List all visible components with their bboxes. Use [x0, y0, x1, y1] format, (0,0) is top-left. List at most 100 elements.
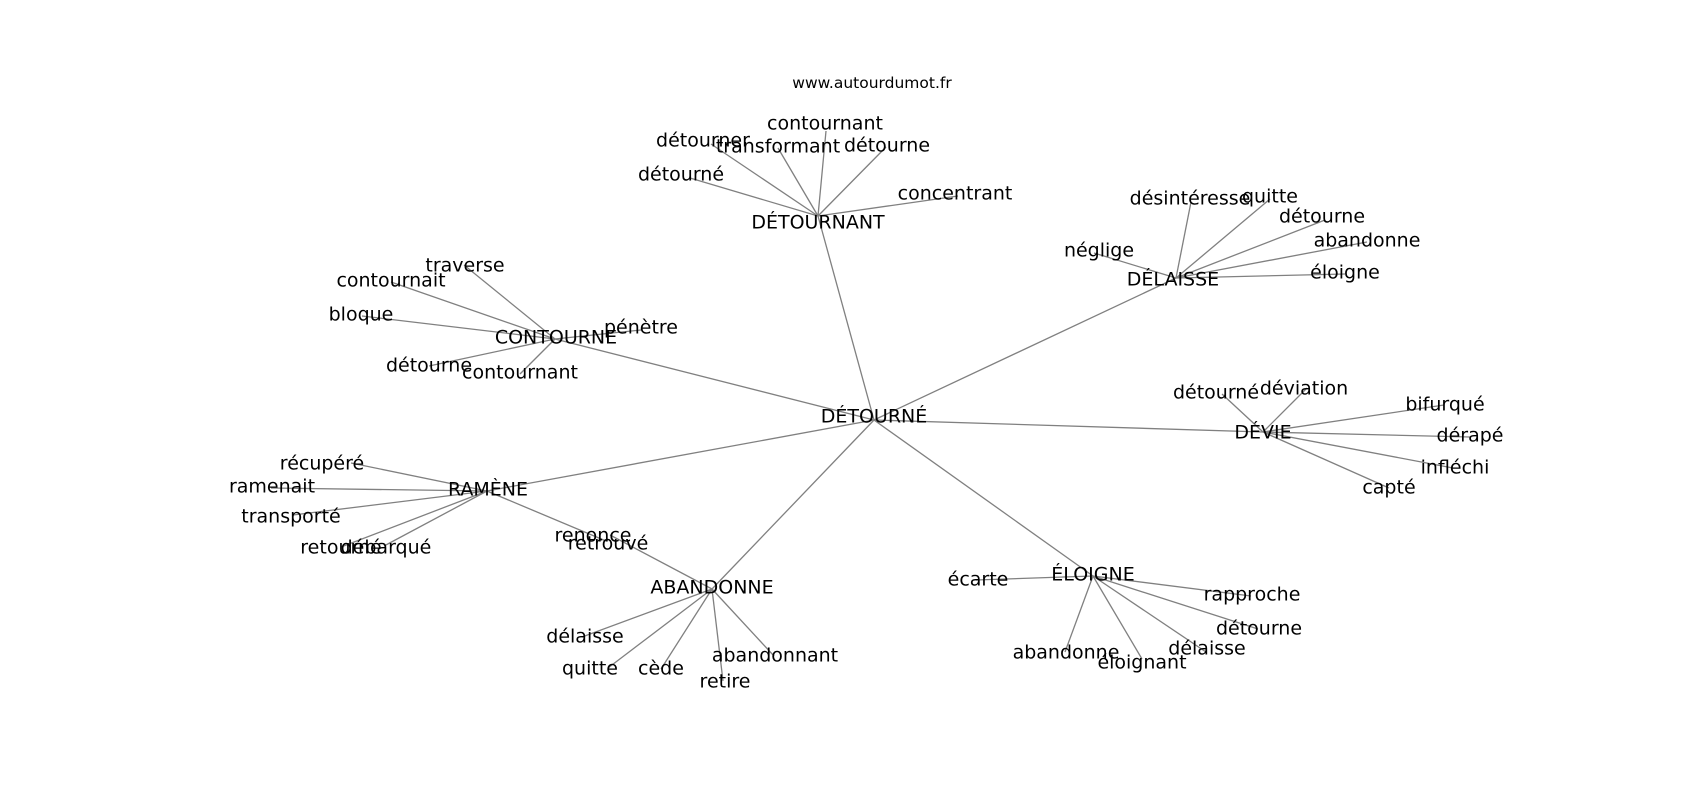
- edge-center-ramene: [486, 419, 875, 492]
- hub-node-contourne: CONTOURNE: [495, 327, 617, 349]
- hub-node-eloigne: ÉLOIGNE: [1051, 563, 1134, 586]
- edge-ramene-leaf: [292, 490, 488, 516]
- edge-delaisse-leaf: [1175, 273, 1346, 279]
- edge-delaisse-leaf: [1093, 252, 1177, 279]
- edge-contourne-leaf: [554, 329, 642, 340]
- edge-detournant-leaf: [710, 143, 819, 217]
- edge-delaisse-leaf: [1175, 198, 1271, 279]
- edge-detournant-leaf: [777, 147, 819, 217]
- leaf-node-contourne: détourne: [386, 355, 472, 377]
- leaf-node-devie: détourné: [1173, 382, 1259, 404]
- leaf-node-ramene: récupéré: [280, 453, 364, 475]
- leaf-node-contourne: pénètre: [604, 317, 678, 339]
- leaf-node-devie: bifurqué: [1405, 394, 1484, 416]
- leaf-node-devie: dérapé: [1437, 425, 1504, 447]
- edge-ramene-leaf: [340, 490, 488, 548]
- edge-ramene-leaf: [486, 490, 607, 542]
- edge-devie-leaf: [1262, 387, 1308, 433]
- leaf-node-ramene: ramenait: [229, 476, 315, 498]
- hub-node-devie: DÉVIE: [1234, 421, 1291, 444]
- hub-node-detournant: DÉTOURNANT: [751, 211, 885, 234]
- leaf-node-devie: déviation: [1260, 378, 1348, 400]
- edge-delaisse-leaf: [1175, 241, 1368, 279]
- leaf-node-contourne: contournant: [462, 362, 578, 384]
- leaf-node-eloigne: détourne: [1216, 618, 1302, 640]
- leaf-node-contourne: bloque: [329, 304, 394, 326]
- edge-delaisse-leaf: [1175, 219, 1326, 279]
- leaf-node-ramene: retrouvé: [568, 533, 649, 555]
- edge-eloigne-leaf: [1092, 575, 1252, 597]
- edge-ramene-leaf: [383, 490, 488, 547]
- leaf-node-eloigne: éloignant: [1097, 652, 1186, 674]
- edge-detournant-leaf: [817, 130, 827, 217]
- leaf-node-contourne: traverse: [425, 255, 504, 277]
- labels-layer: DÉTOURNÉDÉTOURNANTdétournertransformantc…: [229, 113, 1504, 693]
- hub-node-ramene: RAMÈNE: [448, 478, 528, 501]
- edges-layer: [270, 130, 1471, 682]
- edge-abandonne-leaf: [660, 588, 713, 670]
- leaf-node-delaisse: quitte: [1242, 186, 1298, 208]
- edge-center-eloigne: [873, 419, 1094, 577]
- leaf-node-ramene: transporté: [241, 506, 340, 528]
- site-title: www.autourdumot.fr: [792, 74, 952, 92]
- leaf-node-detournant: transformant: [716, 136, 840, 158]
- edge-eloigne-leaf: [975, 575, 1094, 581]
- edge-devie-leaf: [1262, 431, 1390, 489]
- leaf-node-delaisse: détourne: [1279, 206, 1365, 228]
- hub-node-delaisse: DÉLAISSE: [1127, 268, 1219, 291]
- leaf-node-detournant: concentrant: [898, 183, 1013, 205]
- leaf-node-ramene: retourné: [300, 537, 381, 559]
- edge-center-delaisse: [873, 277, 1177, 421]
- edge-ramene-leaf: [350, 462, 488, 492]
- edge-devie-leaf: [1262, 431, 1454, 469]
- edge-devie-leaf: [1262, 431, 1471, 438]
- edge-eloigne-leaf: [1064, 575, 1094, 653]
- edge-ramene-leaf: [270, 487, 488, 492]
- edge-abandonne-leaf: [607, 588, 713, 669]
- edge-abandonne-leaf: [609, 534, 713, 590]
- edge-contourne-leaf: [463, 264, 556, 340]
- leaf-node-devie: capté: [1362, 477, 1415, 499]
- edge-eloigne-leaf: [1092, 575, 1207, 653]
- leaf-node-delaisse: néglige: [1064, 240, 1134, 262]
- leaf-node-contourne: contournait: [336, 270, 445, 292]
- hub-node-abandonne: ABANDONNE: [650, 577, 773, 599]
- leaf-node-detournant: contournant: [767, 113, 883, 135]
- leaf-node-abandonne: délaisse: [546, 626, 623, 648]
- edge-abandonne-leaf: [581, 588, 713, 638]
- leaf-node-eloigne: rapproche: [1204, 584, 1301, 606]
- edge-eloigne-leaf: [1092, 575, 1259, 630]
- edge-contourne-leaf: [428, 338, 556, 367]
- edge-detournant-leaf: [817, 146, 887, 217]
- leaf-node-devie: infléchi: [1421, 457, 1490, 479]
- leaf-node-abandonne: quitte: [562, 658, 618, 680]
- leaf-node-detournant: détourne: [844, 135, 930, 157]
- edge-center-devie: [873, 419, 1264, 433]
- leaf-node-eloigne: délaisse: [1168, 638, 1245, 660]
- leaf-node-delaisse: désintéresse: [1130, 188, 1251, 210]
- edge-center-abandonne: [711, 419, 875, 590]
- edge-detournant-leaf: [689, 177, 819, 217]
- edge-abandonne-leaf: [711, 588, 724, 682]
- edge-delaisse-leaf: [1175, 201, 1192, 279]
- leaf-node-abandonne: retire: [700, 671, 751, 693]
- leaf-node-ramene: débarqué: [341, 537, 432, 559]
- edge-devie-leaf: [1262, 404, 1445, 433]
- edge-detournant-leaf: [817, 195, 959, 217]
- edge-devie-leaf: [1221, 393, 1264, 433]
- leaf-node-delaisse: abandonne: [1314, 230, 1421, 252]
- leaf-node-detournant: détourner: [656, 130, 750, 152]
- leaf-node-eloigne: abandonne: [1013, 642, 1120, 664]
- leaf-node-detournant: détourné: [638, 164, 724, 186]
- edge-contourne-leaf: [519, 338, 556, 375]
- edge-contourne-leaf: [390, 281, 556, 340]
- leaf-node-delaisse: éloigne: [1310, 262, 1380, 284]
- center-node-label: DÉTOURNÉ: [821, 405, 928, 428]
- leaf-node-eloigne: écarte: [948, 569, 1009, 591]
- edge-contourne-leaf: [361, 315, 556, 340]
- edge-eloigne-leaf: [1092, 575, 1143, 660]
- leaf-node-abandonne: abandonnant: [712, 645, 838, 667]
- edge-abandonne-leaf: [711, 588, 775, 657]
- leaf-node-abandonne: renonce: [555, 525, 632, 547]
